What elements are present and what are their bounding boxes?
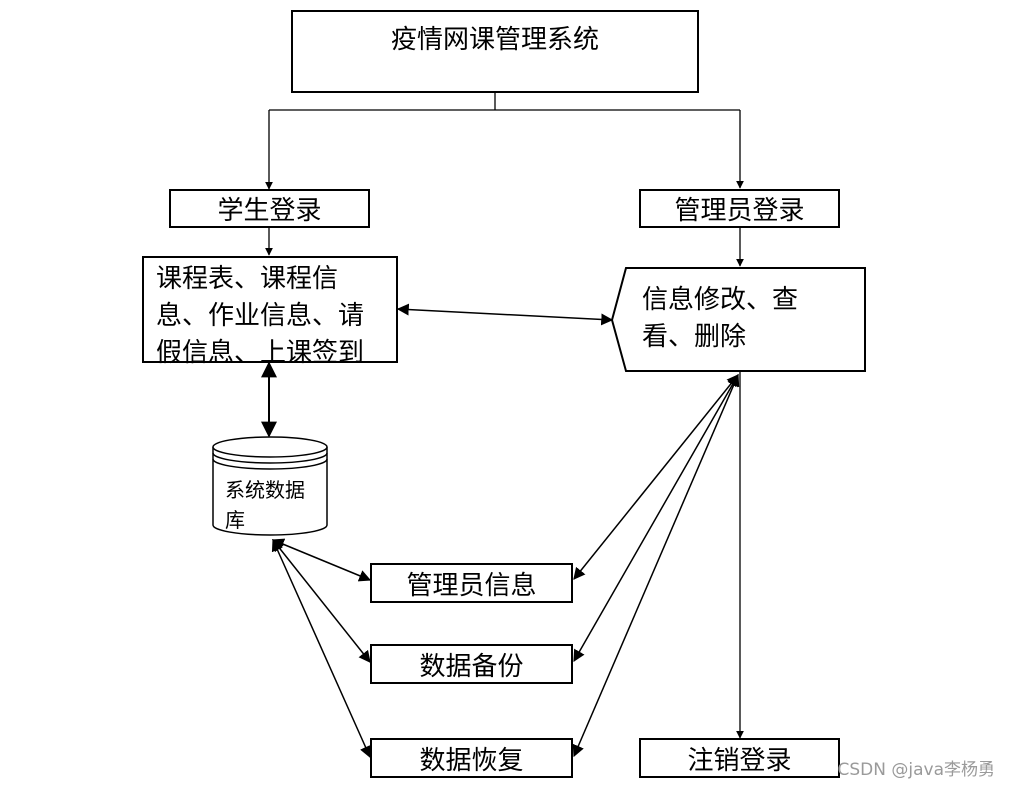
- database-label: 系统数据 库: [225, 475, 305, 535]
- admin-restore-link: [572, 373, 740, 758]
- db-backup-link: [272, 539, 371, 663]
- logout-label: 注销登录: [687, 745, 792, 776]
- data-backup-label: 数据备份: [419, 651, 524, 682]
- logout-box: 注销登录: [639, 738, 840, 778]
- student-functions-line-1: 课程表、课程信: [156, 264, 339, 294]
- system-title-box: 疫情网课管理系统: [291, 10, 699, 93]
- database-label-line-2: 库: [225, 508, 245, 532]
- student-login-label: 学生登录: [217, 196, 322, 226]
- admin-backup-link: [573, 373, 739, 663]
- admin-info-box: 管理员信息: [370, 563, 573, 603]
- admin-functions-text: 信息修改、查 看、删除: [642, 282, 798, 356]
- admin-info-label: 管理员信息: [406, 570, 537, 601]
- admin-functions-line-2: 看、删除: [642, 322, 747, 352]
- data-backup-box: 数据备份: [370, 644, 573, 684]
- database-label-line-1: 系统数据: [225, 478, 305, 502]
- db-restore-link: [271, 538, 372, 759]
- data-restore-label: 数据恢复: [419, 745, 524, 776]
- student-functions-box: 课程表、课程信 息、作业信息、请 假信息、上课签到: [142, 256, 398, 368]
- admin-functions-line-1: 信息修改、查: [642, 285, 799, 315]
- csdn-watermark: CSDN @java李杨勇: [837, 760, 996, 780]
- student-login-box: 学生登录: [169, 189, 370, 228]
- admin-login-label: 管理员登录: [674, 196, 805, 226]
- student-admin-link: [396, 303, 614, 326]
- student-functions-line-3: 假信息、上课签到: [156, 338, 365, 368]
- system-title: 疫情网课管理系统: [390, 25, 599, 55]
- student-functions-line-2: 息、作业信息、请: [156, 301, 365, 331]
- admin-login-box: 管理员登录: [639, 189, 840, 228]
- data-restore-box: 数据恢复: [370, 738, 573, 778]
- title-to-logins-connector: [265, 92, 744, 190]
- admin-admininfo-link: [573, 374, 739, 580]
- database-cylinder: [212, 436, 328, 536]
- admin-functions-shape: [610, 267, 866, 372]
